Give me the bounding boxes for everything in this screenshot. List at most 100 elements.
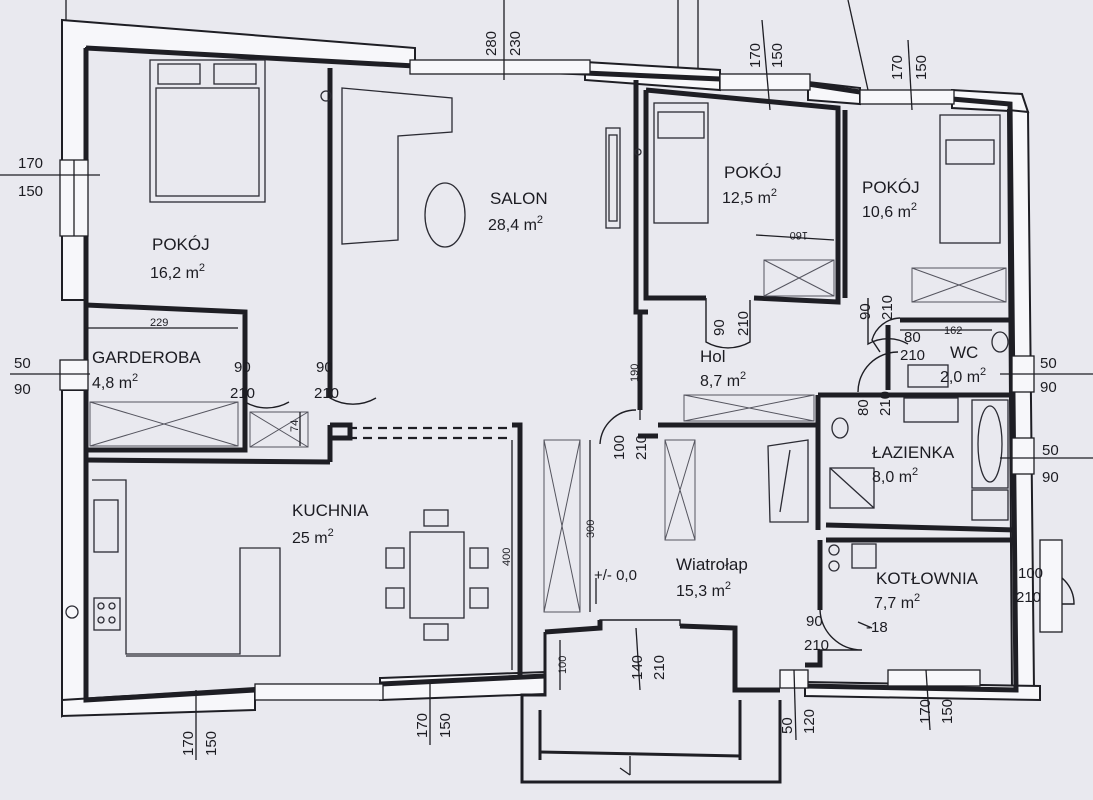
dim-garderoba-depth: 74 [289, 420, 301, 432]
door-label-garderoba: 90 210 [230, 359, 255, 402]
svg-text:50: 50 [1040, 355, 1057, 372]
svg-text:150: 150 [939, 699, 956, 724]
svg-text:100: 100 [611, 435, 628, 460]
pokoj-nw-area: 16,2 m2 [150, 262, 205, 282]
kitchen-counter [65, 479, 281, 657]
svg-text:210: 210 [1016, 589, 1041, 606]
pokoj-mid-label: POKÓJ [724, 163, 782, 182]
svg-text:210: 210 [314, 385, 339, 402]
level-zero: +/- 0,0 [594, 567, 637, 584]
door-swings [244, 298, 1075, 651]
svg-text:50: 50 [1042, 442, 1059, 459]
svg-text:140: 140 [629, 655, 646, 680]
svg-text:210: 210 [900, 347, 925, 364]
svg-text:150: 150 [203, 731, 220, 756]
salon-area: 28,4 m2 [488, 214, 543, 234]
svg-text:120: 120 [801, 709, 818, 734]
dimension-lines [0, 0, 1093, 760]
dining-table [385, 509, 489, 641]
window-label-bottom-kuchnia-2: 170 150 [414, 713, 454, 738]
window-label-bottom-kotlownia: 170 150 [917, 699, 956, 724]
svg-text:280: 280 [483, 31, 500, 56]
svg-text:210: 210 [651, 655, 668, 680]
svg-text:170: 170 [747, 43, 764, 68]
svg-text:50: 50 [14, 355, 31, 372]
door-label-entrance: 140 210 [629, 655, 668, 680]
svg-text:170: 170 [889, 55, 906, 80]
svg-text:170: 170 [414, 713, 431, 738]
pokoj-mid-area: 12,5 m2 [722, 187, 777, 207]
window-label-bottom-small: 50 120 [779, 709, 818, 734]
bed-pokoj-ne [939, 114, 1001, 244]
pokoj-ne-label: POKÓJ [862, 178, 920, 197]
salon-sofa [341, 87, 621, 248]
garderoba-area: 4,8 m2 [92, 372, 138, 392]
wiatrolap-area: 15,3 m2 [676, 580, 731, 600]
pokoj-nw-label: POKÓJ [152, 235, 210, 254]
svg-text:90: 90 [806, 613, 823, 630]
dim-wc-162: 162 [944, 325, 962, 337]
pokoj-ne-area: 10,6 m2 [862, 201, 917, 221]
kuchnia-label: KUCHNIA [292, 501, 369, 520]
window-markers [59, 59, 1063, 701]
door-label-kotlownia-out: 100 210 [1016, 565, 1043, 606]
door-label-wc: 80 210 [900, 329, 925, 364]
dim-kitchen-400: 400 [501, 548, 513, 566]
svg-text:90: 90 [14, 381, 31, 398]
svg-text:210: 210 [735, 311, 752, 336]
hol-label: Hol [700, 347, 726, 366]
wc-label: WC [950, 343, 978, 362]
svg-text:90: 90 [711, 319, 728, 336]
svg-text:150: 150 [913, 55, 930, 80]
svg-text:80: 80 [855, 399, 872, 416]
svg-text:170: 170 [917, 699, 934, 724]
lazienka-area: 8,0 m2 [872, 466, 918, 486]
salon-label: SALON [490, 189, 548, 208]
dim-hol-190: 190 [629, 364, 641, 382]
svg-text:230: 230 [507, 31, 524, 56]
window-label-right-lazienka: 50 90 [1042, 442, 1059, 486]
door-label-pokoj-nw: 90 210 [314, 359, 339, 402]
lazienka-label: ŁAZIENKA [872, 443, 955, 462]
window-label-top-pokoj-ne: 170 150 [889, 55, 930, 80]
bed-pokoj-mid [653, 102, 709, 224]
entrance-steps [520, 632, 782, 784]
dim-pantry-300: 300 [585, 520, 597, 538]
svg-text:90: 90 [1040, 379, 1057, 396]
bed-pokoj-nw [149, 59, 266, 203]
wc-area: 2,0 m2 [940, 366, 986, 386]
wardrobes [89, 259, 1007, 613]
window-label-top-pokoj-mid: 170 150 [747, 43, 786, 68]
window-label-left-garderoba: 50 90 [14, 355, 31, 398]
door-label-wiatrolap: 100 210 [611, 435, 650, 460]
svg-text:50: 50 [779, 717, 796, 734]
svg-text:150: 150 [18, 183, 43, 200]
door-label-kotlownia-in: 90 210 [804, 613, 829, 654]
svg-text:90: 90 [1042, 469, 1059, 486]
svg-text:210: 210 [877, 391, 894, 416]
dim-bed-160: 160 [790, 229, 808, 241]
svg-text:80: 80 [904, 329, 921, 346]
svg-text:170: 170 [180, 731, 197, 756]
wiatrolap-label: Wiatrołap [676, 555, 748, 574]
level-kotlownia: -18 [866, 619, 888, 636]
kotlownia-area: 7,7 m2 [874, 592, 920, 612]
svg-text:210: 210 [633, 435, 650, 460]
svg-text:210: 210 [804, 637, 829, 654]
svg-text:90: 90 [857, 303, 874, 320]
svg-text:210: 210 [879, 295, 896, 320]
wardrobe-wiatrolap [767, 439, 809, 523]
window-label-left-pokoj: 170 150 [18, 155, 43, 200]
kuchnia-area: 25 m2 [292, 527, 334, 547]
svg-text:150: 150 [769, 43, 786, 68]
garderoba-label: GARDEROBA [92, 348, 201, 367]
bathroom-fixtures [320, 90, 1009, 572]
svg-text:100: 100 [1018, 565, 1043, 582]
svg-text:170: 170 [18, 155, 43, 172]
window-label-bottom-kuchnia-1: 170 150 [180, 731, 220, 756]
dim-garderoba-width: 229 [150, 317, 168, 329]
svg-text:210: 210 [230, 385, 255, 402]
svg-text:90: 90 [316, 359, 333, 376]
dim-step-100: 100 [557, 656, 569, 674]
window-label-top-salon: 280 230 [483, 31, 524, 56]
